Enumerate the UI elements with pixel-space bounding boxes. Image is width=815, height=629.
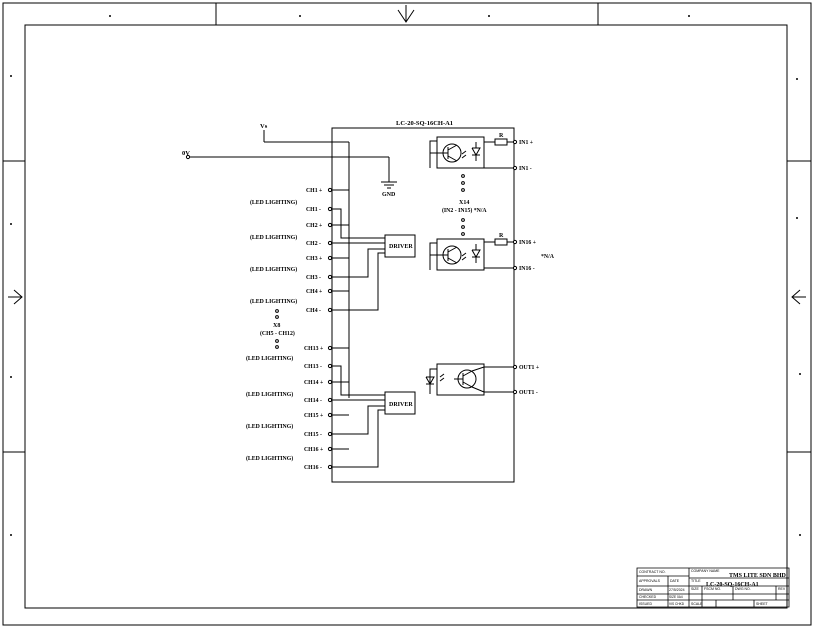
in1-plus-label: IN1 + (519, 140, 533, 146)
led-label: (LED LIGHTING) (250, 266, 297, 273)
fscm-label: FSCM NO. (704, 587, 721, 591)
ch-label: CH2 + (306, 223, 322, 229)
led-label: (LED LIGHTING) (250, 199, 297, 206)
led-label: (LED LIGHTING) (246, 391, 293, 398)
sheet-frame (3, 3, 811, 625)
in1-minus-label: IN1 - (519, 166, 532, 172)
input-terminals (513, 140, 516, 269)
ch-label: CH16 + (304, 447, 323, 453)
ch-label: CH4 + (306, 289, 322, 295)
in16-minus-label: IN16 - (519, 266, 535, 272)
drawing-title: LC-20-SQ-16CH-A1 (706, 582, 759, 588)
led-label: (LED LIGHTING) (246, 423, 293, 430)
zero-v-terminal (186, 155, 189, 158)
vis-small: VIS CHKD (669, 602, 685, 606)
company-name-label: COMPANY NAME (691, 569, 720, 573)
driver-bottom (385, 392, 415, 414)
ch-label: CH3 - (306, 275, 321, 281)
ch-label: CH15 - (304, 432, 322, 438)
ch-label: CH15 + (304, 413, 323, 419)
x14-mult: X14 (459, 200, 469, 206)
ch-label: CH1 - (306, 207, 321, 213)
out1-plus-label: OUT1 + (519, 365, 539, 371)
x8-range: (CH5 - CH12) (260, 330, 295, 337)
driver-bottom-label: DRIVER (389, 402, 413, 408)
dwg-label: DWG NO. (735, 587, 751, 591)
sheet-label: SHEET (756, 602, 769, 606)
x14-range: (IN2 - IN15) *N/A (442, 207, 487, 214)
ch-label: CH2 - (306, 241, 321, 247)
channel-terminals (328, 188, 331, 468)
checked-label: CHECKED (639, 595, 657, 599)
x8-dots (276, 310, 279, 349)
in16-plus-label: IN16 + (519, 240, 536, 246)
controller-block (332, 128, 514, 482)
zero-v-label: 0V (182, 150, 190, 157)
ch-label: CH13 - (304, 364, 322, 370)
drawn-label: DRAWN (639, 588, 653, 592)
output-terminals (513, 365, 516, 393)
input-opto-16 (430, 239, 513, 270)
block-title: LC-20-SQ-16CH-A1 (396, 120, 453, 127)
size-label: SIZE (691, 587, 699, 591)
ch-label: CH14 - (304, 398, 322, 404)
out1-minus-label: OUT1 - (519, 390, 538, 396)
gnd-label: GND (382, 192, 396, 198)
scale-label: SCALE (691, 602, 703, 606)
channel-labels: CH1 + CH1 - CH2 + CH2 - CH3 + CH3 - CH4 … (304, 188, 323, 471)
led-label: (LED LIGHTING) (246, 355, 293, 362)
vs-label: Vs (260, 123, 268, 130)
supply-wiring (188, 130, 397, 398)
led-label: (LED LIGHTING) (246, 455, 293, 462)
input-opto-1 (430, 137, 513, 168)
ch-label: CH13 + (304, 346, 323, 352)
ch-label: CH16 - (304, 465, 322, 471)
approvals-label: APPROVALS (639, 579, 661, 583)
output-opto (426, 364, 513, 395)
driver-top (385, 235, 415, 257)
issued-label: ISSUED (639, 602, 653, 606)
led-label: (LED LIGHTING) (250, 234, 297, 241)
x8-mult: X8 (273, 323, 280, 329)
title-block (637, 568, 789, 607)
title-label: TITLE (691, 579, 701, 583)
ch-label: CH1 + (306, 188, 322, 194)
resistor-label: R (499, 233, 504, 239)
na-label: *N/A (541, 254, 555, 260)
ch-label: CH4 - (306, 308, 321, 314)
company-name: TMS LITE SDN BHD (729, 573, 787, 579)
driver-top-label: DRIVER (389, 244, 413, 250)
contract-no-label: CONTRACT NO. (639, 570, 666, 574)
drawn-date: 27/5/2024 (669, 588, 685, 592)
channel-wiring (330, 190, 385, 467)
led-labels: (LED LIGHTING) (LED LIGHTING) (LED LIGHT… (246, 199, 297, 462)
title-block-text: CONTRACT NO. COMPANY NAME TMS LITE SDN B… (639, 569, 787, 606)
ch-label: CH3 + (306, 256, 322, 262)
x14-dots (462, 175, 465, 236)
rev-label: REV (778, 587, 786, 591)
date-label: DATE (670, 579, 680, 583)
size-small: SIZE 0A4 (669, 595, 683, 599)
resistor-label: R (499, 133, 504, 139)
frame-tick-dots (10, 15, 801, 536)
ch-label: CH14 + (304, 380, 323, 386)
led-label: (LED LIGHTING) (250, 298, 297, 305)
